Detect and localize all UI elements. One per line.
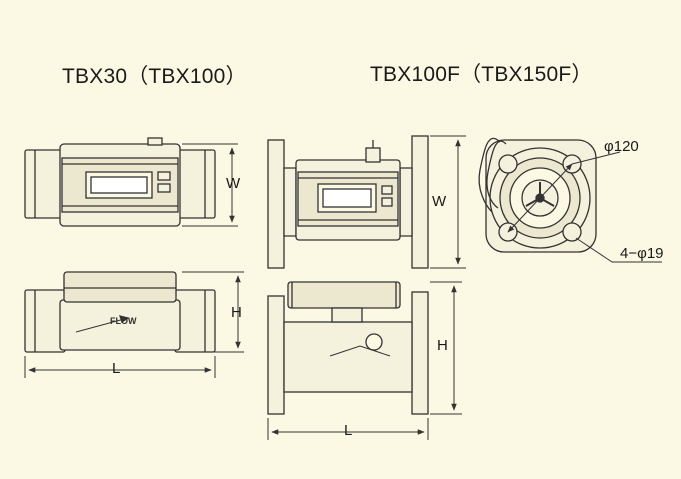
left-length-dimension — [24, 356, 216, 378]
left-brand-mark: FLOW — [110, 316, 137, 326]
left-height-label: H — [231, 304, 242, 321]
left-side-view — [24, 271, 216, 353]
left-model-title: TBX30（TBX100） — [62, 65, 247, 88]
flange-dimension-leaders — [507, 151, 662, 263]
flange-front-view — [478, 137, 597, 253]
right-model-title: TBX100F（TBX150F） — [370, 63, 593, 86]
pitch-circle-label: φ120 — [604, 138, 639, 155]
left-width-dimension — [182, 143, 238, 227]
right-width-dimension — [430, 135, 466, 269]
right-height-dimension — [430, 281, 462, 415]
left-length-label: L — [112, 360, 121, 377]
right-length-label: L — [344, 422, 353, 439]
left-width-label: W — [226, 175, 241, 192]
right-length-dimension — [267, 418, 429, 440]
right-top-view — [267, 135, 429, 269]
right-side-view — [267, 281, 429, 415]
left-top-view — [24, 137, 216, 227]
left-height-dimension — [182, 271, 244, 353]
right-height-label: H — [437, 337, 448, 354]
bolt-hole-label: 4−φ19 — [620, 245, 664, 262]
right-width-label: W — [432, 193, 447, 210]
